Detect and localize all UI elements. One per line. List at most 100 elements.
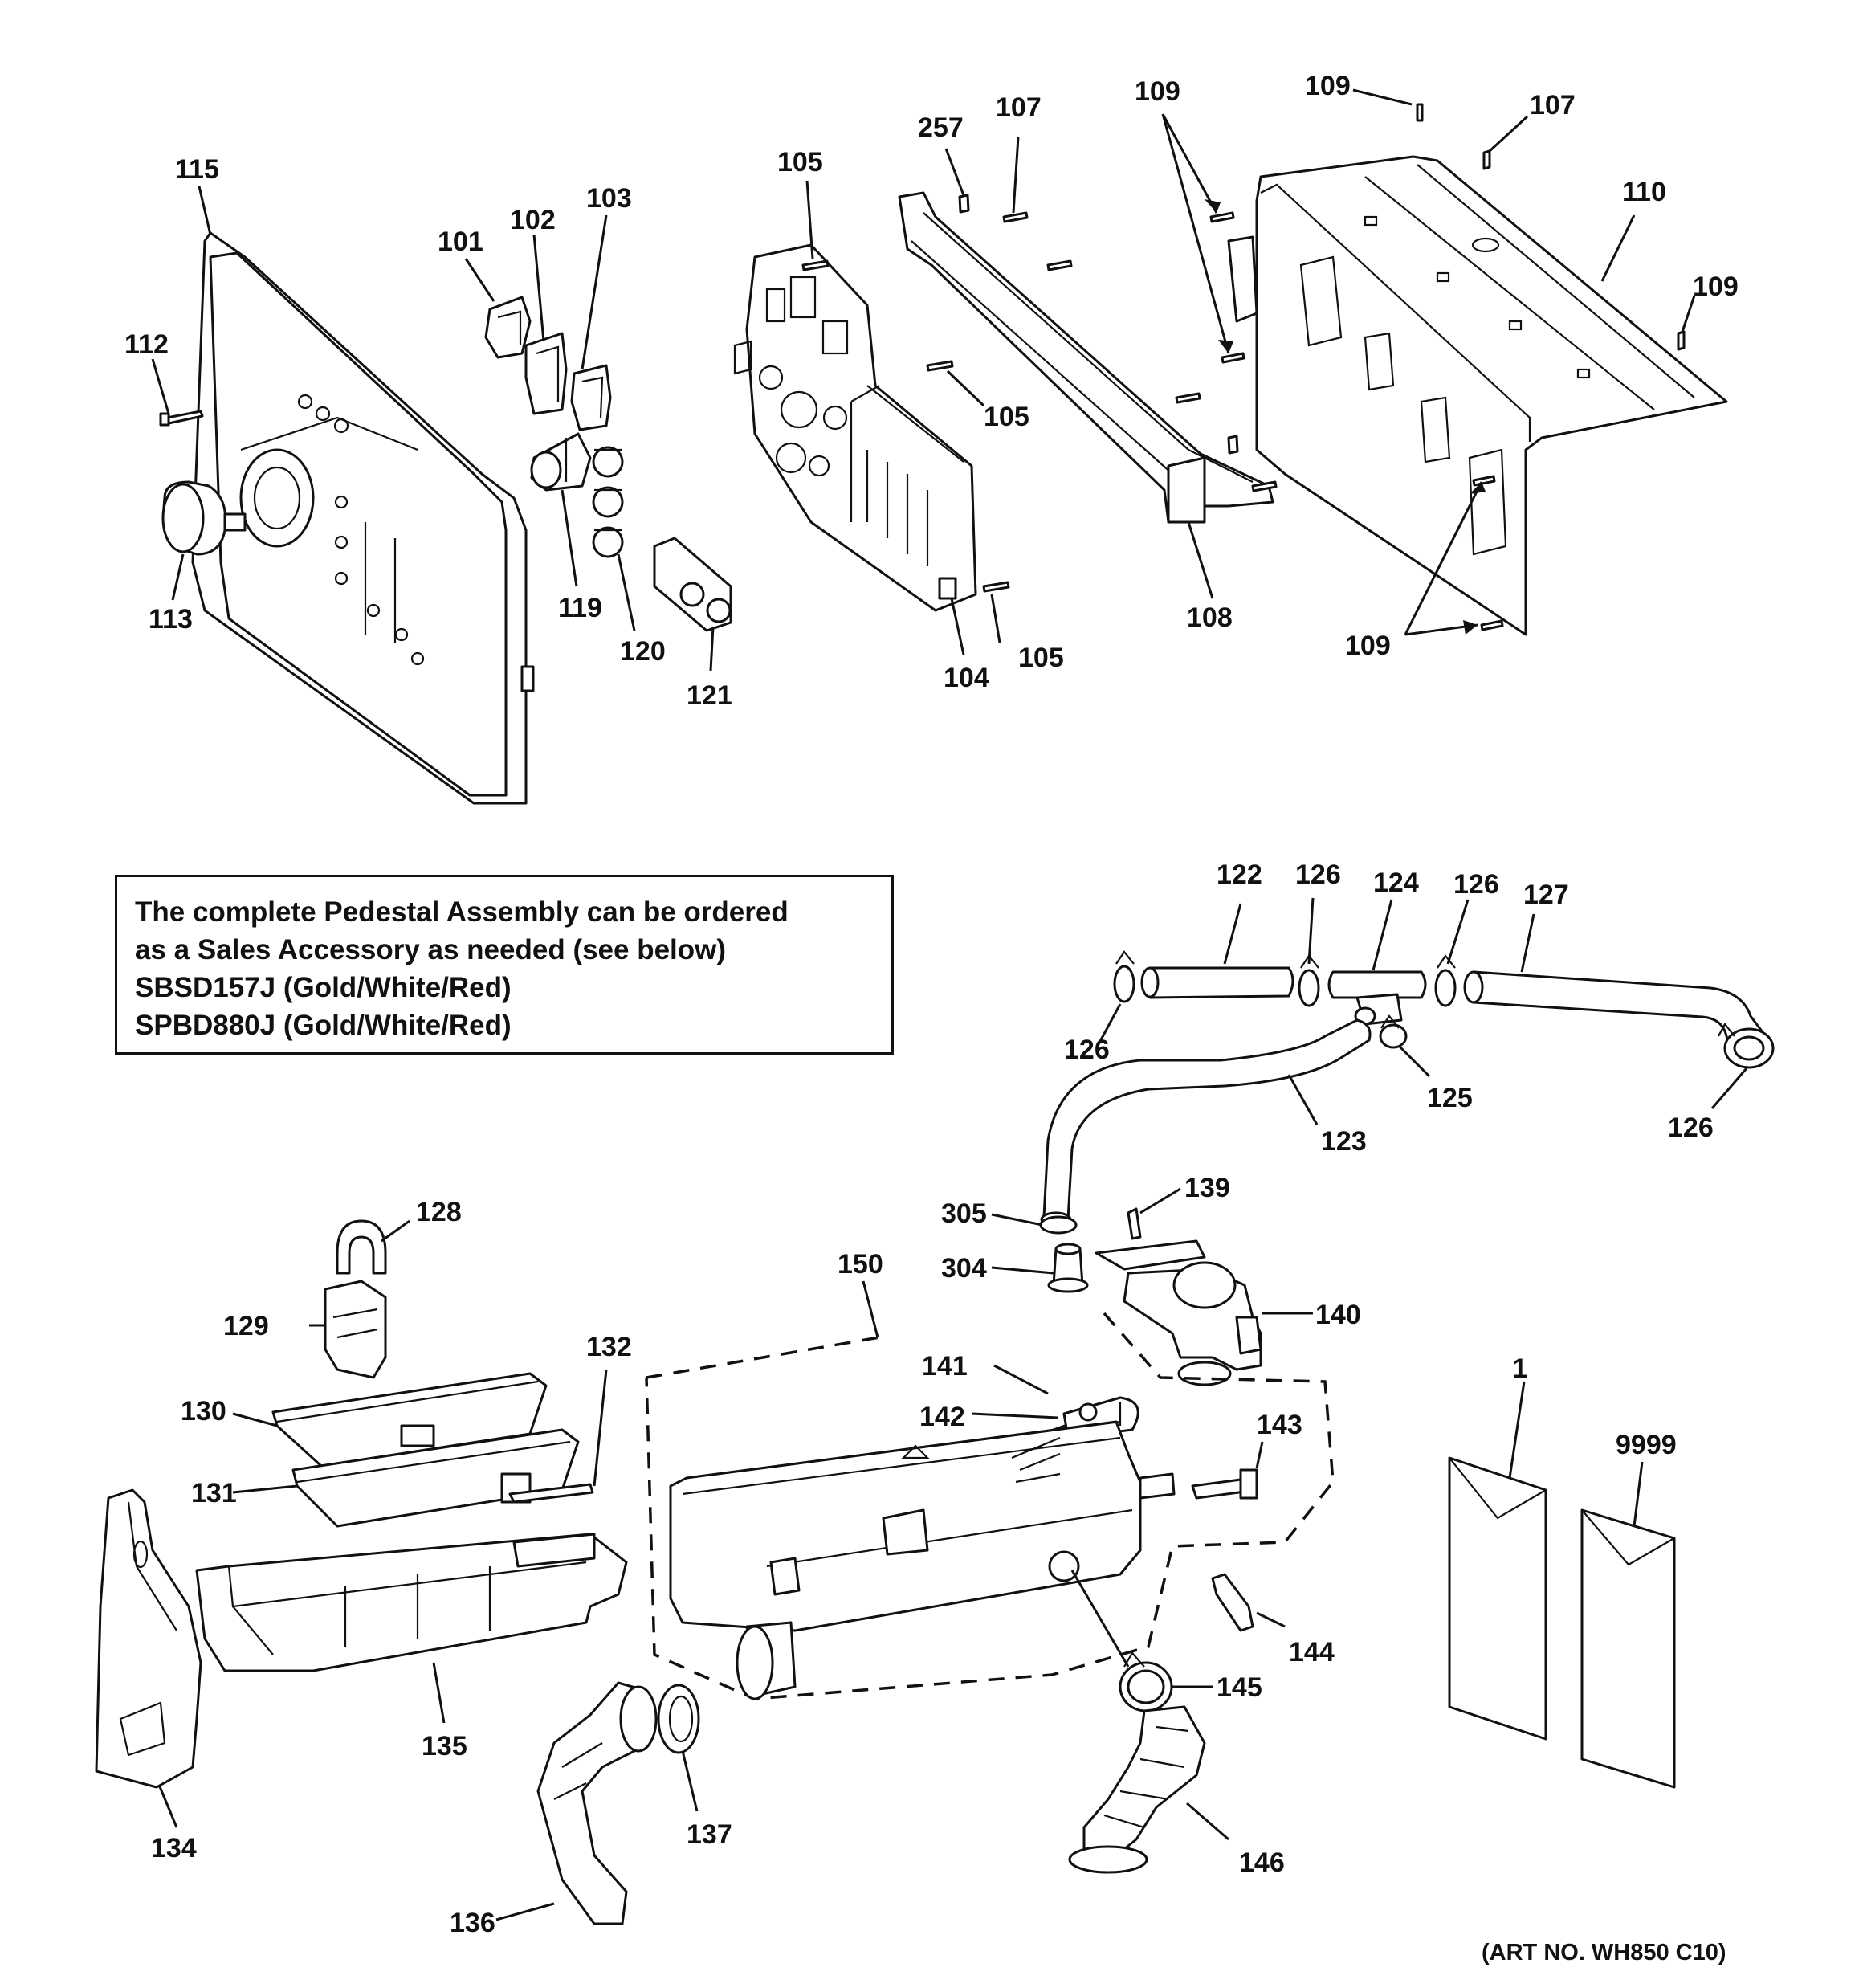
callout-132: 132 <box>586 1332 632 1362</box>
top-cover-part-110 <box>1227 155 1728 636</box>
callout-1: 1 <box>1512 1353 1527 1384</box>
callout-123: 123 <box>1321 1126 1367 1157</box>
tee-connector-part-124 <box>1327 970 1427 1026</box>
callout-110: 110 <box>1622 177 1666 207</box>
switch-part-102 <box>524 332 568 415</box>
drawer-part-135 <box>195 1533 628 1672</box>
switch-part-119 <box>530 432 592 492</box>
callout-134: 134 <box>151 1833 197 1863</box>
callout-labels: 115 112 113 101 102 103 119 120 121 105 … <box>124 71 1739 1938</box>
callout-107-left: 107 <box>996 92 1042 123</box>
callout-126-c: 126 <box>1064 1035 1110 1065</box>
pin-part-143 <box>1191 1468 1258 1500</box>
callout-104: 104 <box>944 663 989 693</box>
callout-146: 146 <box>1239 1847 1285 1878</box>
bracket-part-108 <box>898 191 1274 524</box>
callout-112: 112 <box>124 329 169 360</box>
callout-9999: 9999 <box>1616 1430 1677 1460</box>
callout-105-mid: 105 <box>984 402 1029 432</box>
switch-part-121 <box>653 537 732 632</box>
screw-part-139 <box>1127 1207 1142 1240</box>
clip-part-132 <box>508 1483 594 1504</box>
callout-109-top: 109 <box>1305 71 1351 101</box>
callout-129: 129 <box>223 1311 269 1341</box>
hose-part-122 <box>1140 966 1294 999</box>
clamp-part-125 <box>1379 1014 1408 1049</box>
note-line: SBSD157J (Gold/White/Red) <box>135 972 512 1003</box>
callout-109-right: 109 <box>1693 271 1739 302</box>
callout-136: 136 <box>450 1908 495 1938</box>
control-board-part-104 <box>733 243 977 612</box>
screws-part-257-107 <box>958 194 1278 492</box>
callout-105-bottom: 105 <box>1018 643 1064 673</box>
fitting-part-304 <box>1047 1243 1089 1293</box>
clamp-part-145 <box>1119 1651 1173 1712</box>
literature-part-9999 <box>1580 1508 1676 1789</box>
callout-102: 102 <box>510 205 556 235</box>
drain-hose-part-146 <box>1068 1705 1206 1874</box>
note-line: SPBD880J (Gold/White/Red) <box>135 1010 512 1041</box>
screw-part-112 <box>159 410 204 427</box>
callout-135: 135 <box>422 1731 467 1761</box>
callout-108: 108 <box>1187 602 1233 633</box>
callout-144: 144 <box>1289 1637 1335 1668</box>
callout-140: 140 <box>1315 1300 1361 1330</box>
duct-part-136 <box>536 1681 658 1925</box>
callout-101: 101 <box>438 227 483 257</box>
switch-part-120 <box>592 446 624 558</box>
grommet-part-305 <box>1039 1215 1078 1235</box>
valve-part-140 <box>1095 1239 1262 1386</box>
leader-lines <box>151 88 1748 1921</box>
callout-107-right: 107 <box>1530 90 1576 120</box>
callout-127: 127 <box>1523 880 1569 910</box>
callout-103: 103 <box>586 183 632 214</box>
callout-126-d: 126 <box>1668 1112 1714 1143</box>
note-line: as a Sales Accessory as needed (see belo… <box>135 934 727 965</box>
control-panel-part-115 <box>191 231 535 805</box>
callout-305: 305 <box>941 1198 987 1229</box>
clamp-part-126-left <box>1113 950 1135 1003</box>
arrowheads <box>1205 199 1486 635</box>
siphon-cap-part-128 <box>336 1219 387 1275</box>
callout-141: 141 <box>922 1351 968 1382</box>
callout-121: 121 <box>687 680 732 711</box>
switch-part-101 <box>484 296 532 359</box>
note-line: The complete Pedestal Assembly can be or… <box>135 896 789 928</box>
clamp-part-126-mid-left <box>1298 954 1320 1007</box>
callout-115: 115 <box>175 154 219 185</box>
siphon-part-129 <box>324 1280 387 1379</box>
callout-126-a: 126 <box>1295 859 1341 890</box>
callout-137: 137 <box>687 1819 732 1850</box>
callout-150: 150 <box>838 1249 883 1280</box>
callout-105-top: 105 <box>777 147 823 178</box>
dispenser-assembly-part-150 <box>645 1312 1335 1700</box>
callout-257: 257 <box>918 112 964 143</box>
callout-120: 120 <box>620 636 666 667</box>
callout-145: 145 <box>1217 1672 1262 1703</box>
callout-143: 143 <box>1257 1410 1302 1440</box>
callout-113: 113 <box>149 604 193 635</box>
pedestal-assembly-note: The complete Pedestal Assembly can be or… <box>115 875 894 1055</box>
drawer-front-part-134 <box>95 1488 202 1789</box>
callout-131: 131 <box>191 1478 237 1508</box>
callout-109-upper-left: 109 <box>1135 76 1180 107</box>
callout-125: 125 <box>1427 1083 1473 1113</box>
screws-part-105 <box>801 259 1010 593</box>
callout-128: 128 <box>416 1197 462 1227</box>
hose-part-127 <box>1463 970 1769 1064</box>
callout-142: 142 <box>919 1402 965 1432</box>
screws-part-109 <box>1209 103 1686 631</box>
callout-304: 304 <box>941 1253 987 1284</box>
clamp-part-126-right <box>1718 1023 1775 1069</box>
callout-139: 139 <box>1184 1173 1230 1203</box>
clamp-part-126-mid-right <box>1434 954 1457 1007</box>
clip-part-144 <box>1211 1573 1254 1632</box>
knob-part-113 <box>161 480 247 556</box>
callout-122: 122 <box>1217 859 1262 890</box>
seal-part-137 <box>657 1684 700 1754</box>
switch-part-103 <box>570 364 612 431</box>
callout-126-b: 126 <box>1453 869 1499 900</box>
callout-119: 119 <box>558 593 602 623</box>
callout-124: 124 <box>1373 867 1419 898</box>
